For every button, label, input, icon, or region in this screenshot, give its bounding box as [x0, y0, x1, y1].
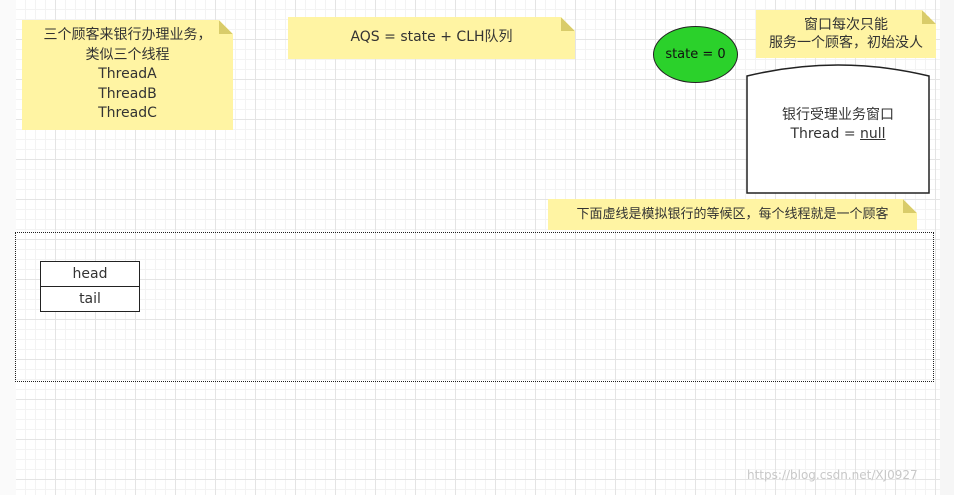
- bank-window-thread-value: null: [860, 126, 886, 142]
- bank-window-text: 银行受理业务窗口 Thread = null: [746, 106, 930, 144]
- left-margin: [0, 0, 16, 495]
- customers-line-1: 三个顾客来银行办理业务，: [43, 27, 212, 44]
- window-rule-line-1: 窗口每次只能: [804, 17, 888, 33]
- bank-window-title: 银行受理业务窗口: [782, 107, 894, 123]
- right-margin: [940, 0, 954, 495]
- window-rule-line-2: 服务一个顾客，初始没人: [769, 35, 923, 51]
- bank-window-thread-prefix: Thread =: [790, 126, 861, 142]
- head-cell[interactable]: head: [40, 261, 140, 287]
- customers-line-4: ThreadB: [98, 85, 157, 102]
- state-circle[interactable]: state = 0: [653, 26, 738, 83]
- customers-line-2: 类似三个线程: [85, 46, 170, 63]
- customers-line-3: ThreadA: [98, 66, 157, 83]
- aqs-label: AQS = state + CLH队列: [350, 29, 513, 46]
- tail-label: tail: [79, 291, 101, 307]
- customers-line-5: ThreadC: [98, 105, 157, 122]
- state-label: state = 0: [665, 47, 726, 62]
- customers-note[interactable]: 三个顾客来银行办理业务， 类似三个线程 ThreadA ThreadB Thre…: [22, 20, 233, 130]
- window-rule-note[interactable]: 窗口每次只能 服务一个顾客，初始没人: [756, 10, 936, 58]
- bank-window-thread: Thread = null: [746, 125, 930, 144]
- aqs-note[interactable]: AQS = state + CLH队列: [288, 17, 575, 59]
- tail-cell[interactable]: tail: [40, 286, 140, 312]
- queue-hint-note[interactable]: 下面虚线是模拟银行的等候区，每个线程就是一个顾客: [548, 199, 917, 230]
- waiting-queue-area[interactable]: [15, 232, 934, 382]
- watermark: https://blog.csdn.net/XJ0927: [747, 468, 918, 482]
- head-label: head: [72, 266, 108, 282]
- bank-window-shape[interactable]: [746, 58, 930, 194]
- queue-hint-label: 下面虚线是模拟银行的等候区，每个线程就是一个顾客: [576, 206, 889, 222]
